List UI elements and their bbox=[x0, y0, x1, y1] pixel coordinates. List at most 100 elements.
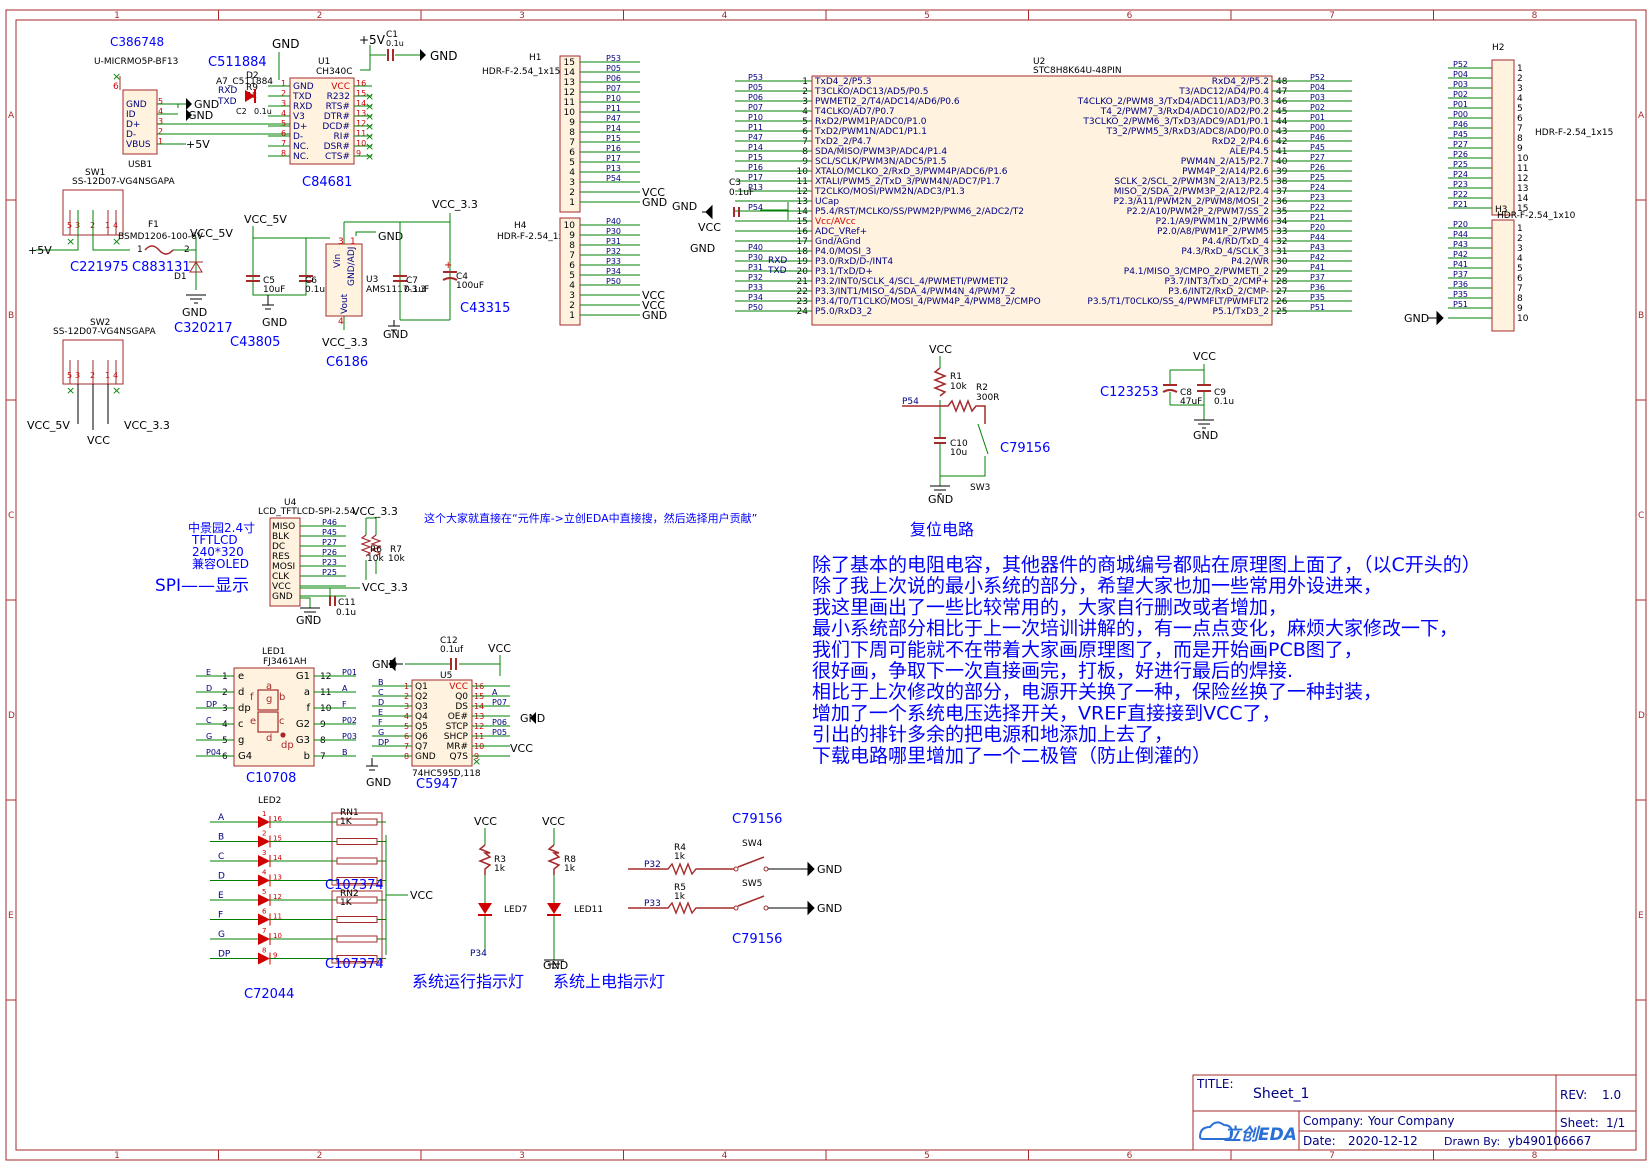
lcd-net: P45 bbox=[322, 528, 337, 537]
mcu-pin-num: 30 bbox=[1276, 257, 1288, 267]
c3-value: 0.1uF bbox=[729, 188, 754, 198]
reset-net: P54 bbox=[902, 397, 919, 407]
ledbar-pin-num: 16 bbox=[273, 815, 282, 823]
mcu-pin-num: 16 bbox=[797, 227, 809, 237]
header-pin-num: 8 bbox=[569, 241, 575, 251]
led-segment-icon bbox=[258, 855, 270, 867]
seg7-net: P03 bbox=[342, 732, 357, 741]
header-pin-num: 3 bbox=[1517, 84, 1523, 94]
mcu-net: P22 bbox=[1310, 203, 1325, 212]
mcu-net: P42 bbox=[1310, 253, 1325, 262]
led2-lcsc: C72044 bbox=[244, 987, 294, 1002]
header-net: P35 bbox=[1453, 290, 1468, 299]
sw2-ref: SW2 bbox=[90, 318, 110, 328]
lcd-net: P46 bbox=[322, 518, 337, 527]
rev-value: 1.0 bbox=[1602, 1088, 1621, 1102]
frame-col-top: 8 bbox=[1532, 11, 1538, 21]
usb-pin-num: 4 bbox=[158, 107, 163, 116]
header-net: P05 bbox=[606, 64, 621, 73]
usb-ref: USB1 bbox=[128, 160, 152, 170]
mcu-net: P01 bbox=[1310, 113, 1325, 122]
seg7-pin-name: dp bbox=[238, 703, 251, 714]
reset-circuit: VCC R1 10k R2 300R P54 C10 10u C79156 SW… bbox=[902, 343, 1050, 539]
rev-label: REV: bbox=[1560, 1088, 1587, 1102]
header-pin-num: 4 bbox=[569, 168, 575, 178]
shift-lcsc: C5947 bbox=[416, 777, 458, 792]
mcu-pin-name: P3.3/INT1/MISO_4/SDA_4/PWM4N_4/PWM7_2 bbox=[815, 287, 1016, 297]
frame-col-top: 2 bbox=[317, 11, 323, 21]
mcu-pin-name: P3.0/RxD/D-/INT4 bbox=[815, 257, 893, 267]
mcu-pin-num: 25 bbox=[1276, 307, 1287, 317]
mcu-pin-num: 12 bbox=[797, 187, 808, 197]
header-net: P43 bbox=[1453, 240, 1468, 249]
reset-vcc: VCC bbox=[929, 343, 952, 356]
r4-value: 1k bbox=[674, 852, 686, 862]
mcu-net: P47 bbox=[748, 133, 763, 142]
led-segment-icon bbox=[258, 913, 270, 926]
header-pin-num: 1 bbox=[1517, 224, 1523, 234]
seg7-segment-label: a bbox=[266, 681, 272, 692]
bulk-capacitors: VCC C8 47uF C9 0.1u GND C123253 bbox=[1100, 350, 1234, 442]
lcd-net: P26 bbox=[322, 548, 337, 557]
c3-ref: C3 bbox=[729, 178, 741, 188]
ch340-pin-name: RXD bbox=[293, 102, 312, 112]
ledbar-pin-num: 11 bbox=[273, 913, 282, 921]
led1-part: FJ3461AH bbox=[263, 657, 307, 667]
ch340-pin-num: 13 bbox=[356, 109, 366, 118]
u3-ref: U3 bbox=[366, 275, 378, 285]
lcd-vcc33-bot: VCC_3.3 bbox=[362, 581, 408, 594]
note-line: 很好画，争取下一次直接画完，打板，好进行最后的焊接. bbox=[812, 660, 1293, 682]
header-power-net: GND bbox=[642, 196, 667, 209]
seg7-segment-label: c bbox=[279, 716, 285, 727]
header-pin-num: 11 bbox=[564, 98, 575, 108]
usb-pin-name: D- bbox=[126, 130, 136, 140]
reset-gnd: GND bbox=[928, 493, 953, 506]
bulk-vcc: VCC bbox=[1193, 350, 1216, 363]
mcu-net: P20 bbox=[1310, 223, 1325, 232]
mcu-pin-num: 15 bbox=[797, 217, 808, 227]
c5-ref: C5 bbox=[263, 276, 275, 286]
ldo-pin3: 3 bbox=[338, 237, 344, 247]
ledbar-pin-num: 10 bbox=[273, 932, 282, 940]
sw4-lcsc: C79156 bbox=[732, 812, 782, 827]
seg7-pin-num: 4 bbox=[222, 720, 228, 730]
mcu-net: P13 bbox=[748, 183, 763, 192]
header-power-net: GND bbox=[1404, 312, 1429, 325]
header-pin-num: 9 bbox=[1517, 144, 1523, 154]
c5-gnd: GND bbox=[262, 316, 287, 329]
header-h2: H2 HDR-F-2.54_1x15 1P522P043P034P025P016… bbox=[1448, 43, 1613, 216]
no-connect-icon: × bbox=[365, 120, 374, 133]
lcd-net: P23 bbox=[322, 558, 337, 567]
ledbar-pin-num: 15 bbox=[273, 835, 282, 843]
mcu-net: P40 bbox=[748, 243, 763, 252]
frame-row-left: E bbox=[8, 911, 14, 921]
mcu-pin-num: 13 bbox=[797, 197, 808, 207]
mcu-pin-name: PWM4P_2/A14/P2.6 bbox=[1182, 167, 1269, 177]
shift-pin-name: STCP bbox=[446, 722, 469, 732]
header-pin-num: 12 bbox=[1517, 174, 1528, 184]
shift-pin-name: Q2 bbox=[415, 692, 428, 702]
header-pin-num: 5 bbox=[1517, 264, 1523, 274]
mcu-pin-num: 31 bbox=[1276, 247, 1287, 257]
shift-net: D bbox=[378, 698, 384, 707]
r3-value: 1k bbox=[494, 864, 506, 874]
ch340-pin-num: 16 bbox=[356, 79, 366, 88]
f1-ref: F1 bbox=[148, 220, 159, 230]
mcu-pin-num: 42 bbox=[1276, 137, 1287, 147]
rn-vcc: VCC bbox=[410, 889, 433, 902]
no-connect-icon: × bbox=[472, 755, 481, 768]
lcd-pin-name: MISO bbox=[272, 522, 295, 532]
mcu-pin-name: P4.1/MISO_3/CMPO_2/PWMETI_2 bbox=[1124, 267, 1269, 277]
mcu-net: P41 bbox=[1310, 263, 1325, 272]
no-connect-icon: × bbox=[66, 235, 75, 248]
r8-value: 1k bbox=[564, 864, 576, 874]
mcu-net: P51 bbox=[1310, 303, 1325, 312]
seg7-segment-label: b bbox=[279, 692, 285, 703]
mcu-pin-name: PWMETI2_2/T4/ADC14/AD6/P0.6 bbox=[815, 97, 960, 107]
header-net: P07 bbox=[606, 84, 621, 93]
header-net: P01 bbox=[1453, 100, 1468, 109]
note-line: 引出的排针多余的把电源和地添加上去了， bbox=[812, 724, 1173, 746]
